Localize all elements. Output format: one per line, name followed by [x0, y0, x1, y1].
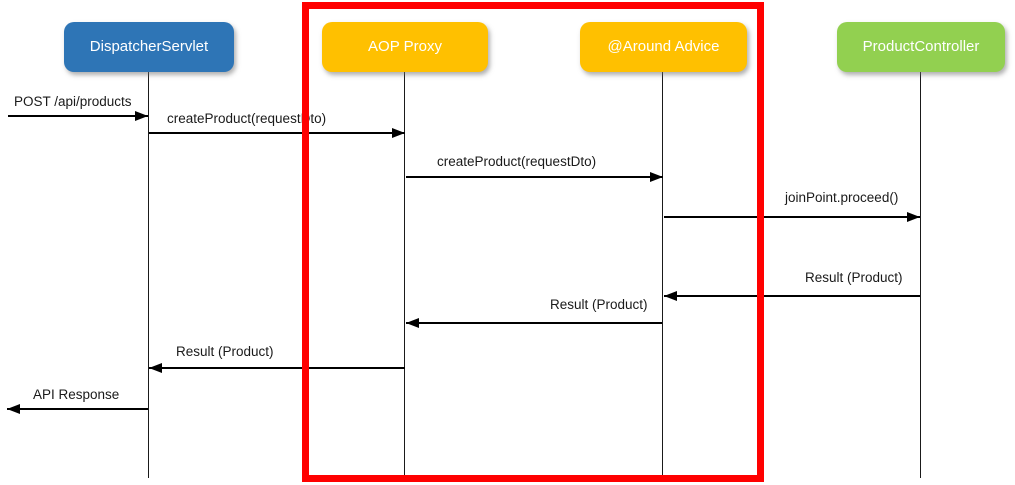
message-arrow-create-product-1: [149, 128, 405, 138]
lifeline-around-advice: [662, 72, 663, 478]
arrowhead-left-icon: [7, 404, 20, 414]
message-arrow-create-product-2: [406, 172, 663, 182]
arrowhead-right-icon: [907, 212, 920, 222]
arrowhead-right-icon: [135, 111, 148, 121]
message-label-result-2: Result (Product): [550, 297, 648, 312]
message-label-post-api-products: POST /api/products: [14, 94, 132, 109]
message-arrow-result-2: [406, 318, 662, 328]
arrowhead-left-icon: [149, 363, 162, 373]
actor-box-dispatcher-servlet: DispatcherServlet: [64, 22, 234, 72]
message-arrow-post-api-products: [8, 111, 148, 121]
message-arrow-result-1: [664, 291, 920, 301]
actor-box-product-controller: ProductController: [837, 22, 1005, 72]
message-arrow-api-response: [7, 404, 148, 414]
actor-box-around-advice: @Around Advice: [580, 22, 747, 72]
message-label-create-product-1: createProduct(requestDto): [167, 111, 327, 126]
message-arrow-joinpoint-proceed: [664, 212, 920, 222]
aop-highlight-rectangle: [302, 2, 764, 482]
message-label-result-1: Result (Product): [805, 270, 903, 285]
message-label-create-product-2: createProduct(requestDto): [437, 154, 597, 169]
lifeline-aop-proxy: [404, 72, 405, 478]
lifeline-dispatcher-servlet: [148, 72, 149, 478]
arrowhead-left-icon: [406, 318, 419, 328]
arrowhead-left-icon: [664, 291, 677, 301]
arrowhead-right-icon: [392, 128, 405, 138]
actor-box-aop-proxy: AOP Proxy: [322, 22, 488, 72]
lifeline-product-controller: [920, 72, 921, 478]
message-label-result-3: Result (Product): [176, 344, 274, 359]
message-label-joinpoint-proceed: joinPoint.proceed(): [785, 190, 899, 205]
message-label-api-response: API Response: [33, 387, 120, 402]
message-arrow-result-3: [149, 363, 405, 373]
arrowhead-right-icon: [650, 172, 663, 182]
